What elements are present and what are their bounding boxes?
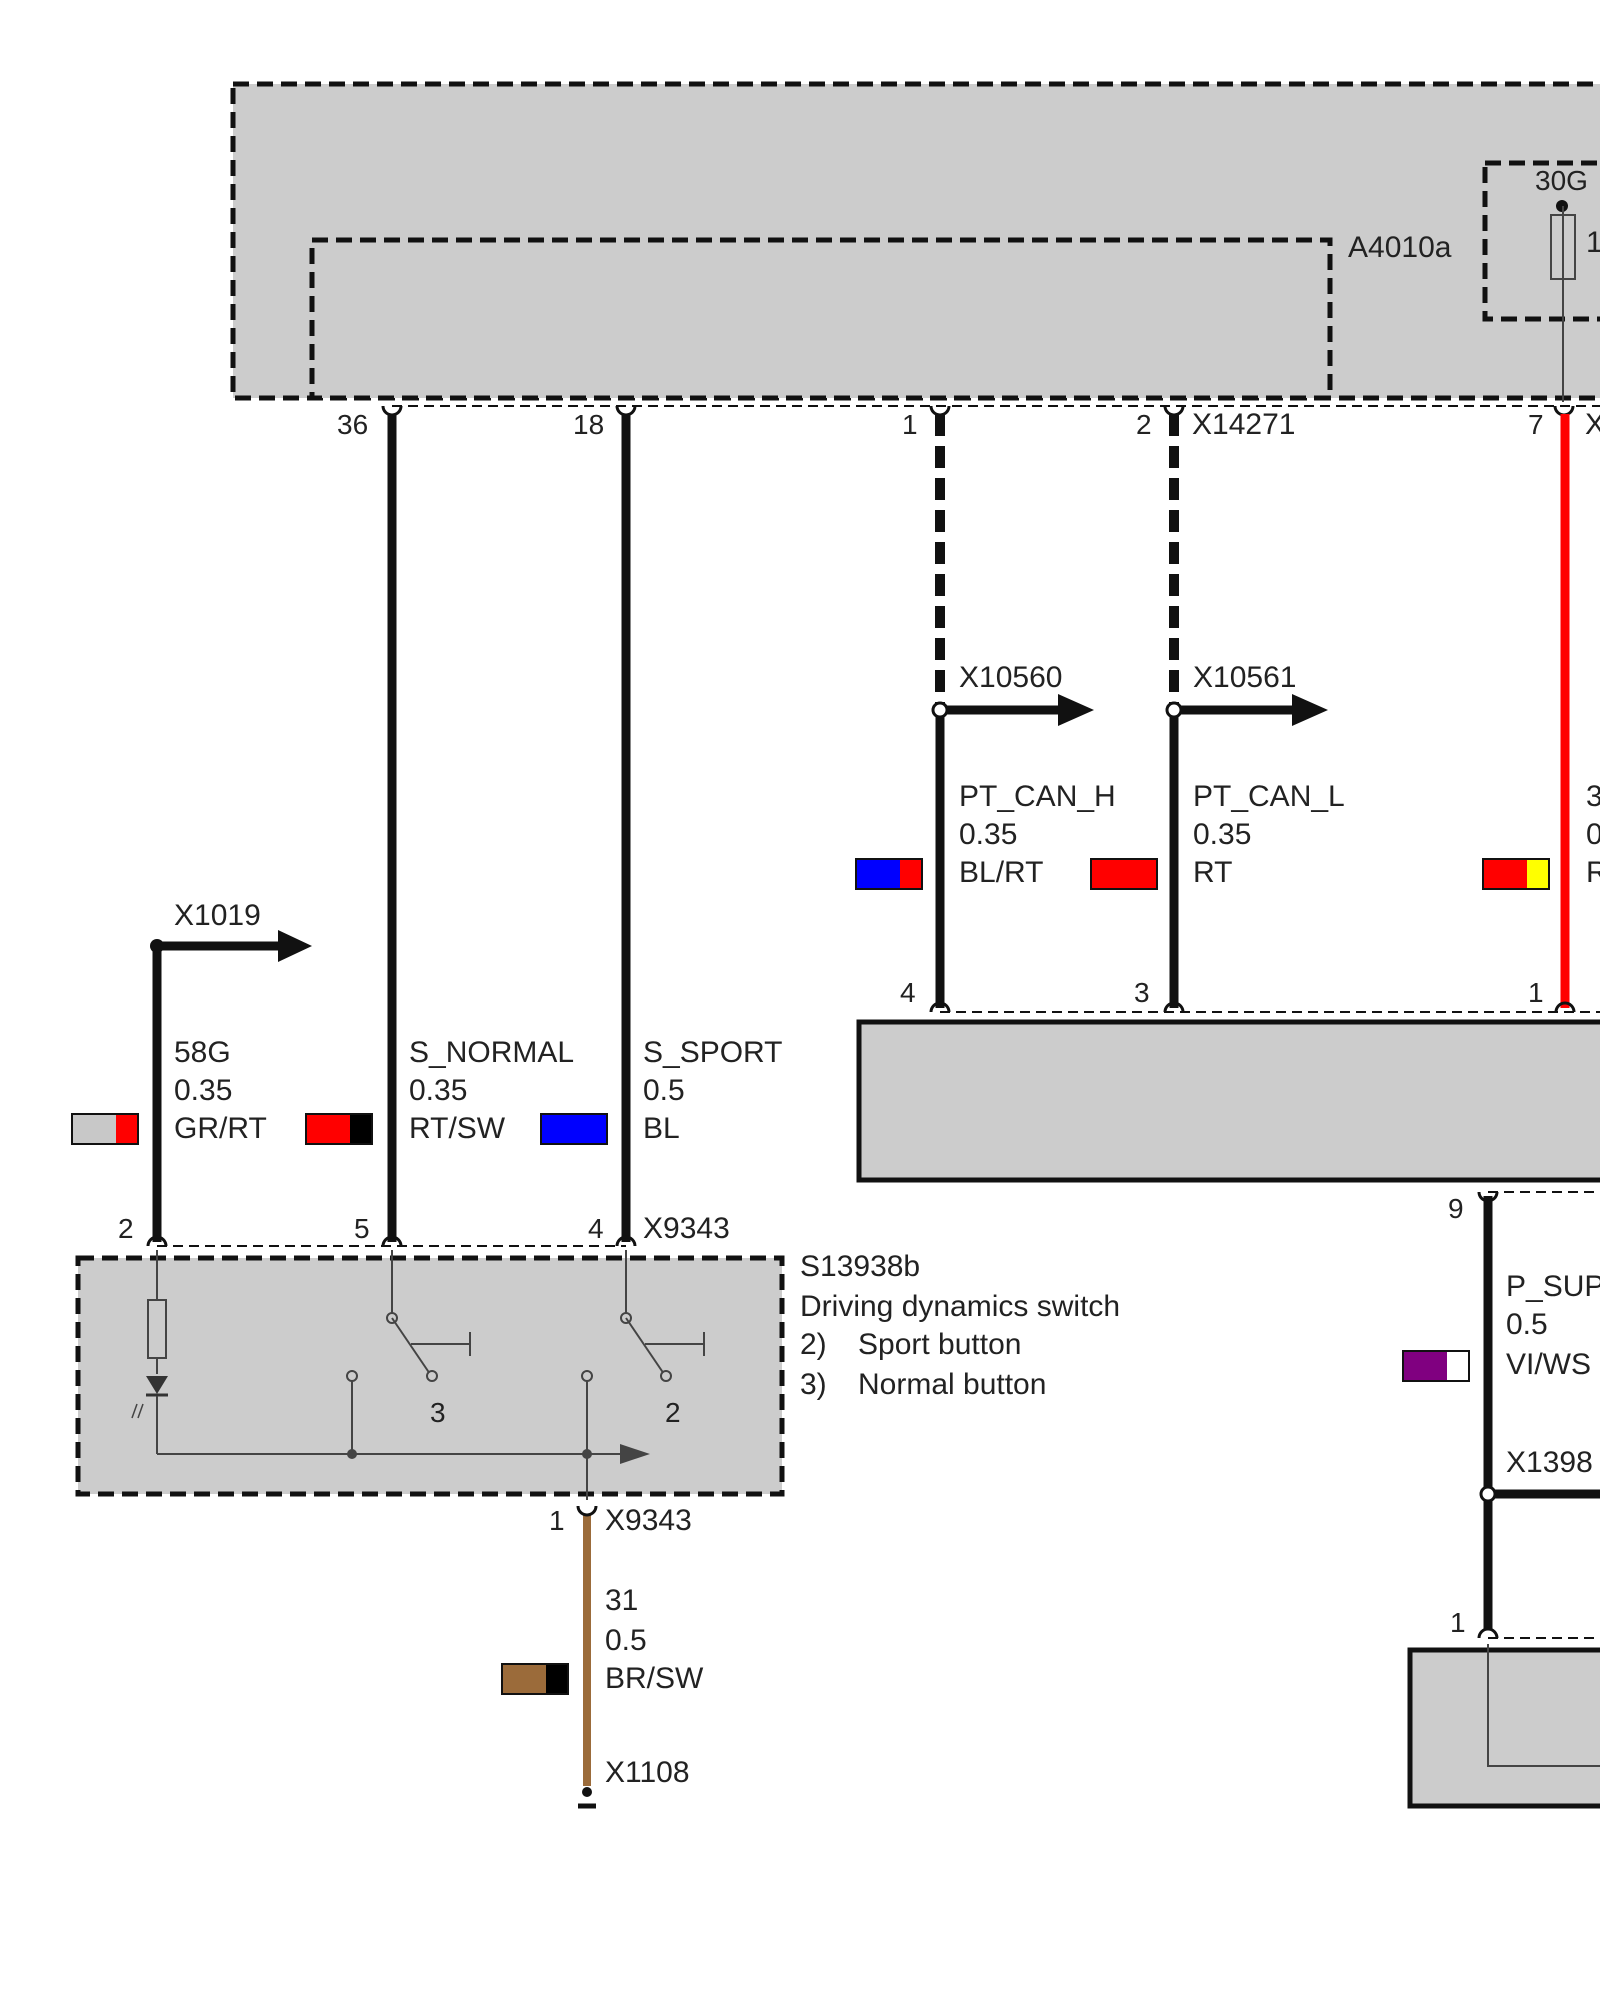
connection-x1019: X1019 bbox=[174, 899, 261, 932]
connection-x10560: X10560 bbox=[959, 661, 1062, 694]
pin-s5-label: 5 bbox=[354, 1213, 370, 1244]
pin-36-label: 36 bbox=[337, 409, 368, 440]
pin-b1-label: 1 bbox=[1450, 1607, 1466, 1638]
pin-18-label: 18 bbox=[573, 409, 604, 440]
legend-text-normal: Normal button bbox=[858, 1368, 1046, 1401]
pin-s4-label: 4 bbox=[588, 1213, 604, 1244]
pin-m3-label: 3 bbox=[1134, 977, 1150, 1008]
junction-x10561: X10561 bbox=[1165, 661, 1328, 726]
legend-text-sport: Sport button bbox=[858, 1328, 1021, 1361]
wire-label-58g: 58G 0.35 GR/RT bbox=[71, 1036, 267, 1145]
legend-num-sport: 2) bbox=[800, 1328, 827, 1361]
wire-label-s-sport: S_SPORT 0.5 BL bbox=[540, 1036, 783, 1145]
svg-text:RT/SW: RT/SW bbox=[409, 1112, 506, 1145]
svg-text:0.35: 0.35 bbox=[959, 818, 1017, 851]
svg-text:BL: BL bbox=[643, 1112, 680, 1145]
pin-m4-label: 4 bbox=[900, 977, 916, 1008]
arrow-right-icon bbox=[1058, 694, 1094, 726]
pin-s2-label: 2 bbox=[118, 1213, 134, 1244]
pin-2-label: 2 bbox=[1136, 409, 1152, 440]
svg-text:0.5: 0.5 bbox=[643, 1074, 685, 1107]
led-icon bbox=[146, 1376, 168, 1394]
wire-label-ground: 31 0.5 BR/SW bbox=[501, 1584, 704, 1695]
arrow-right-icon bbox=[620, 1444, 650, 1464]
pin-7-label: 7 bbox=[1528, 409, 1544, 440]
color-swatch-bl bbox=[540, 1113, 608, 1145]
wires bbox=[152, 405, 1575, 1786]
pin-m9-label: 9 bbox=[1448, 1193, 1464, 1224]
fuse-terminal-label: 30G bbox=[1535, 165, 1588, 196]
svg-text:0.5: 0.5 bbox=[1506, 1308, 1548, 1341]
color-swatch-br-sw bbox=[501, 1663, 569, 1695]
middle-module: 4 3 1 9 bbox=[856, 977, 1600, 1224]
switch-id: S13938b bbox=[800, 1250, 920, 1283]
ground-point-id: X1108 bbox=[605, 1756, 690, 1789]
svg-text:BL/RT: BL/RT bbox=[959, 856, 1043, 889]
svg-text:BR/SW: BR/SW bbox=[605, 1662, 704, 1695]
color-swatch-gr-rt bbox=[71, 1113, 139, 1145]
resistor-icon bbox=[147, 1299, 167, 1359]
color-swatch-bl-rt bbox=[855, 858, 923, 890]
connection-x1398: X1398 bbox=[1506, 1446, 1593, 1479]
svg-text:GR/RT: GR/RT bbox=[174, 1112, 267, 1145]
svg-text:58G: 58G bbox=[174, 1036, 231, 1069]
switch-connector-id: X9343 bbox=[643, 1212, 730, 1245]
svg-text:S_NORMAL: S_NORMAL bbox=[409, 1036, 574, 1069]
module-id: A4010a bbox=[1348, 231, 1452, 264]
svg-text:PT_CAN_H: PT_CAN_H bbox=[959, 780, 1116, 813]
svg-text:VI/WS: VI/WS bbox=[1506, 1348, 1591, 1381]
junction-x10560: X10560 bbox=[931, 661, 1094, 726]
arrow-right-icon bbox=[278, 930, 312, 962]
upper-module: A4010a 30G 1 36 18 1 2 X14271 7 X bbox=[230, 81, 1600, 441]
driving-dynamics-switch: 2 5 4 X9343 3 bbox=[75, 1212, 1120, 1500]
svg-text:31: 31 bbox=[605, 1584, 638, 1617]
legend-num-normal: 3) bbox=[800, 1368, 827, 1401]
upper-connector-id: X14271 bbox=[1192, 408, 1295, 441]
ground-pin-label: 1 bbox=[549, 1505, 565, 1536]
color-swatch-rt-sw bbox=[305, 1113, 373, 1145]
color-swatch-vi-ws bbox=[1402, 1350, 1470, 1382]
junction-x1019: X1019 bbox=[150, 899, 312, 962]
switch-title: Driving dynamics switch bbox=[800, 1290, 1120, 1323]
wire-label-red: 3 0 R bbox=[1482, 780, 1600, 890]
pin-1-label: 1 bbox=[902, 409, 918, 440]
contact-label-normal: 3 bbox=[430, 1397, 446, 1428]
svg-text:0.35: 0.35 bbox=[174, 1074, 232, 1107]
svg-text:3: 3 bbox=[1586, 780, 1600, 813]
contact-label-sport: 2 bbox=[665, 1397, 681, 1428]
svg-text:0: 0 bbox=[1586, 818, 1600, 851]
svg-text:R: R bbox=[1586, 856, 1600, 889]
ground-connection: 1 X9343 X1108 bbox=[549, 1504, 692, 1809]
svg-text:0.35: 0.35 bbox=[409, 1074, 467, 1107]
fuse-box: 30G 1 bbox=[1482, 160, 1600, 402]
svg-text:PT_CAN_L: PT_CAN_L bbox=[1193, 780, 1345, 813]
junction-x1398: X1398 bbox=[1479, 1446, 1600, 1503]
svg-text:0.35: 0.35 bbox=[1193, 818, 1251, 851]
svg-text:0.5: 0.5 bbox=[605, 1624, 647, 1657]
fuse-rating-label: 1 bbox=[1586, 226, 1600, 259]
svg-text:RT: RT bbox=[1193, 856, 1232, 889]
svg-text:P_SUP: P_SUP bbox=[1506, 1270, 1600, 1303]
upper-connector-partial: X bbox=[1585, 408, 1600, 441]
connection-x10561: X10561 bbox=[1193, 661, 1296, 694]
wire-label-p-sup: P_SUP 0.5 VI/WS bbox=[1402, 1270, 1600, 1382]
wire-label-s-normal: S_NORMAL 0.35 RT/SW bbox=[305, 1036, 574, 1145]
wire-label-pt-can-l: PT_CAN_L 0.35 RT bbox=[1090, 780, 1345, 890]
color-swatch-rt bbox=[1090, 858, 1158, 890]
ground-connector-id: X9343 bbox=[605, 1504, 692, 1537]
lower-right-module: 1 bbox=[1407, 1607, 1600, 1809]
arrow-right-icon bbox=[1292, 694, 1328, 726]
wire-label-pt-can-h: PT_CAN_H 0.35 BL/RT bbox=[855, 780, 1116, 890]
svg-text:S_SPORT: S_SPORT bbox=[643, 1036, 783, 1069]
pin-m1-label: 1 bbox=[1528, 977, 1544, 1008]
color-swatch-rt-ge bbox=[1482, 858, 1550, 890]
